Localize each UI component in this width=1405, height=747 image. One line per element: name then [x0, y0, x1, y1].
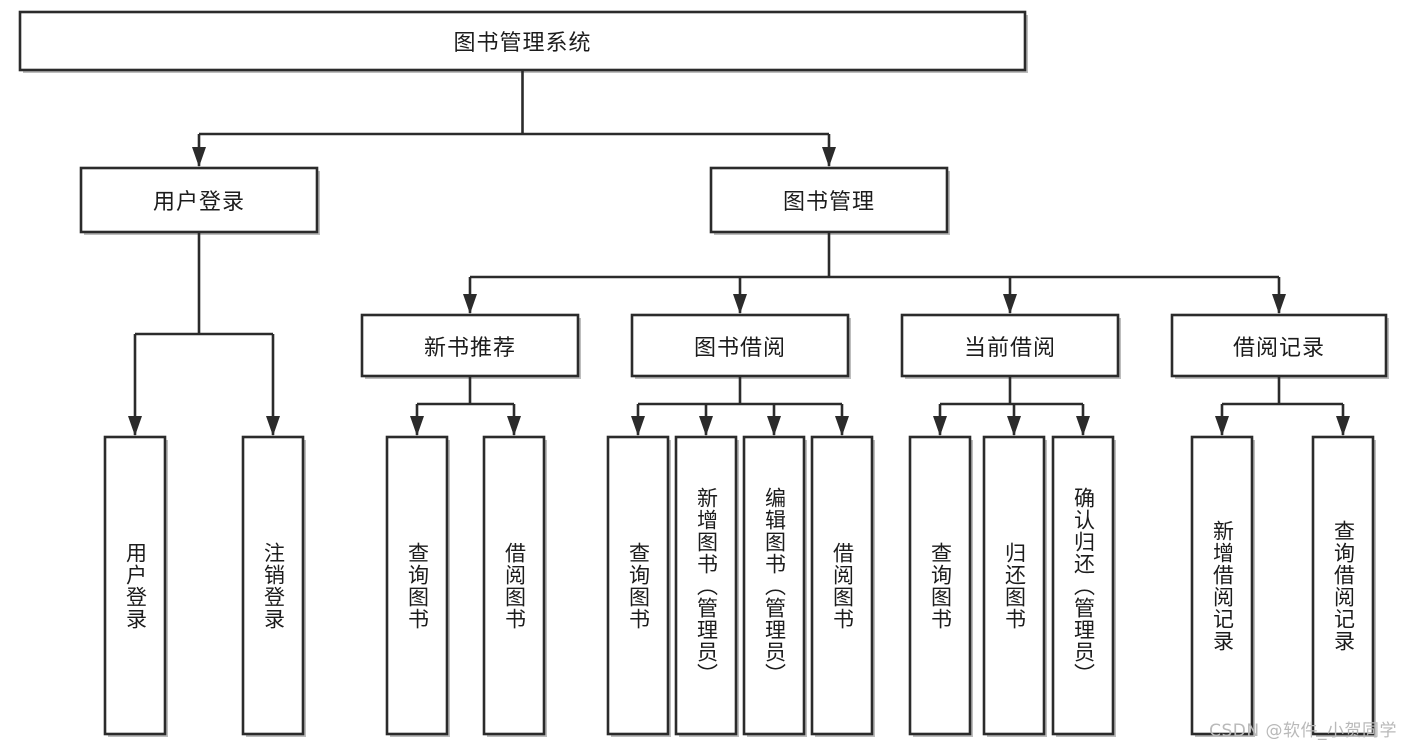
- node-leaf-add-record[interactable]: [1190, 435, 1254, 736]
- node-current-borrow[interactable]: [900, 313, 1120, 378]
- arrow-head: [1272, 294, 1286, 314]
- node-new-book-recommend[interactable]: [360, 313, 580, 378]
- node-leaf-add-book[interactable]: [674, 435, 738, 736]
- arrow-head: [933, 416, 947, 436]
- node-root[interactable]: [18, 10, 1027, 72]
- arrow-head: [1003, 294, 1017, 314]
- arrow-head: [1076, 416, 1090, 436]
- node-book-manage[interactable]: [709, 166, 949, 234]
- arrow-head: [463, 294, 477, 314]
- node-leaf-return-book[interactable]: [982, 435, 1046, 736]
- arrow-head: [733, 294, 747, 314]
- node-leaf-query-book-2[interactable]: [606, 435, 670, 736]
- arrow-head: [1215, 416, 1229, 436]
- node-leaf-confirm-return[interactable]: [1051, 435, 1115, 736]
- node-leaf-query-book-3[interactable]: [908, 435, 972, 736]
- arrow-head: [1007, 416, 1021, 436]
- arrow-head: [767, 416, 781, 436]
- node-book-borrow[interactable]: [630, 313, 850, 378]
- node-user-login[interactable]: [79, 166, 319, 234]
- node-leaf-query-book-1[interactable]: [385, 435, 449, 736]
- arrow-head: [192, 147, 206, 167]
- arrow-head: [699, 416, 713, 436]
- node-leaf-logout[interactable]: [241, 435, 305, 736]
- arrow-head: [822, 147, 836, 167]
- node-leaf-borrow-book-2[interactable]: [810, 435, 874, 736]
- node-borrow-records[interactable]: [1170, 313, 1388, 378]
- node-leaf-borrow-book-1[interactable]: [482, 435, 546, 736]
- arrow-head: [507, 416, 521, 436]
- node-leaf-edit-book[interactable]: [742, 435, 806, 736]
- arrow-head: [266, 416, 280, 436]
- arrow-head: [410, 416, 424, 436]
- arrow-head: [128, 416, 142, 436]
- node-leaf-query-record[interactable]: [1311, 435, 1375, 736]
- arrow-head: [1336, 416, 1350, 436]
- arrow-head: [631, 416, 645, 436]
- node-leaf-user-login[interactable]: [103, 435, 167, 736]
- arrow-head: [835, 416, 849, 436]
